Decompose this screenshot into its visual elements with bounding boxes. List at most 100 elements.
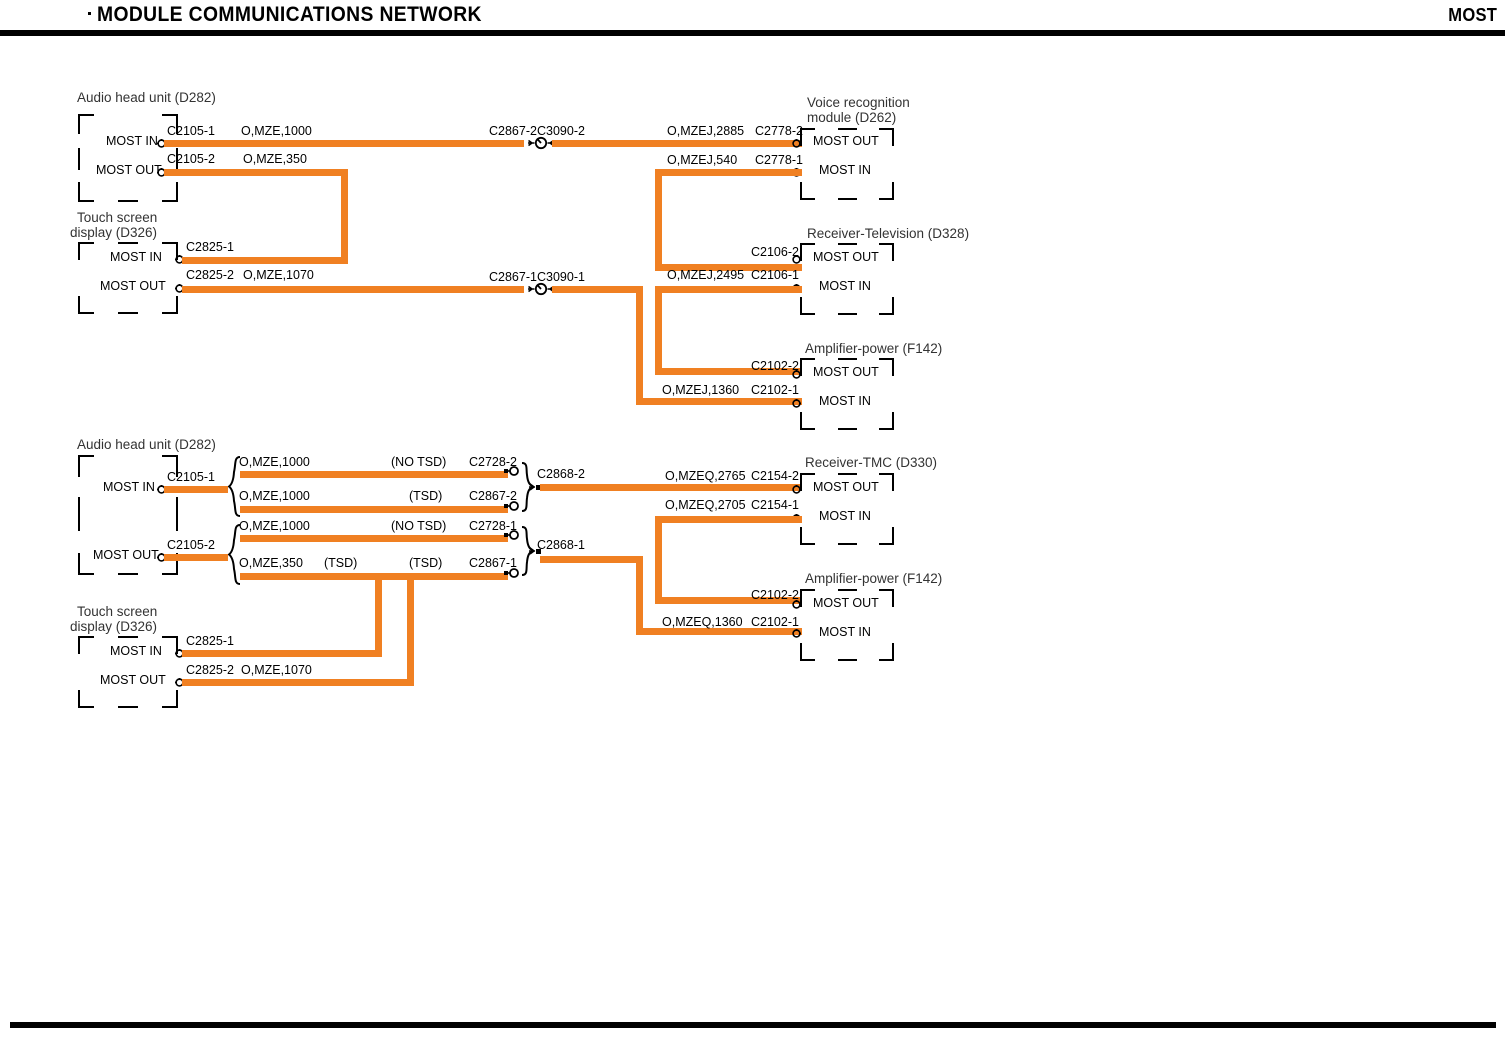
inline-connector-label-right: C3090-1 (537, 270, 585, 284)
port-label-most-out: MOST OUT (813, 365, 879, 379)
wire-label-o-mzeq-1360: O,MZEQ,1360 (662, 615, 743, 629)
port-label-most-out: MOST OUT (93, 548, 159, 562)
wire-label-o-mzej-1360: O,MZEJ,1360 (662, 383, 740, 397)
connector-pin-icon (791, 599, 802, 610)
wire-segment (240, 573, 508, 580)
port-label-most-in: MOST IN (819, 625, 871, 639)
wire-segment (540, 556, 636, 563)
port-label-most-in: MOST IN (103, 480, 155, 494)
module-box-audio-head-unit-bottom (78, 455, 178, 575)
terminal-circle-icon (504, 567, 520, 579)
module-box-receiver-tmc (800, 473, 894, 545)
wire-segment (636, 556, 643, 634)
inline-connector-label-left: C2867-1 (489, 270, 537, 284)
branch-brace-icon (228, 524, 242, 586)
connector-pin-icon (791, 628, 802, 639)
wire-label-o-mze-1070: O,MZE,1070 (243, 268, 314, 282)
port-label-most-out: MOST OUT (813, 596, 879, 610)
connector-label-c2867-2: C2867-2 (469, 489, 517, 503)
wire-segment (182, 650, 382, 657)
connector-label-c2105-1: C2105-1 (167, 470, 215, 484)
module-title-audio-head-unit-bottom: Audio head unit (D282) (77, 437, 216, 452)
wire-segment (636, 398, 802, 405)
connector-label-c2728-2: C2728-2 (469, 455, 517, 469)
terminal-circle-icon (504, 465, 520, 477)
module-box-touch-screen-top (78, 242, 178, 314)
terminal-circle-icon (504, 529, 520, 541)
module-box-amplifier-power-top (800, 358, 894, 430)
wire-segment (636, 286, 643, 404)
port-label-most-in: MOST IN (106, 134, 158, 148)
module-title-touch-screen-top-line2: display (D326) (70, 225, 158, 240)
junction-label-c2868-2: C2868-2 (537, 467, 585, 481)
wire-segment (655, 286, 662, 374)
wire-segment (240, 535, 508, 542)
wire-segment (552, 286, 643, 293)
port-label-most-in: MOST IN (819, 279, 871, 293)
wire-segment (655, 169, 662, 271)
connector-label-c2825-1: C2825-1 (186, 240, 234, 254)
connector-label-c2105-2: C2105-2 (167, 152, 215, 166)
connector-label-c2867-1: C2867-1 (469, 556, 517, 570)
module-box-audio-head-unit-top (78, 114, 178, 202)
wire-segment (164, 140, 524, 147)
wire-segment (655, 516, 802, 523)
port-label-most-in: MOST IN (819, 394, 871, 408)
wire-label-o-mze-1000: O,MZE,1000 (241, 124, 312, 138)
connector-label-c2825-2: C2825-2 (186, 663, 234, 677)
wire-segment (407, 573, 414, 686)
connector-pin-icon (791, 369, 802, 380)
wire-segment (164, 486, 228, 493)
connector-label-c2106-1: C2106-1 (751, 268, 799, 282)
module-title-touch-screen-top: Touch screen (77, 210, 158, 225)
header-bullet (88, 12, 91, 15)
module-title-voice-recognition-line2: module (D262) (807, 110, 897, 125)
wire-segment (655, 264, 802, 271)
connector-label-c2778-1: C2778-1 (755, 153, 803, 167)
module-box-touch-screen-bottom (78, 636, 178, 708)
wire-segment (341, 169, 348, 264)
connector-pin-icon (791, 138, 802, 149)
module-box-receiver-television (800, 243, 894, 315)
module-title-touch-screen-bottom: Touch screen (77, 604, 158, 619)
junction-terminal-icon (528, 545, 544, 557)
connector-label-c2825-1: C2825-1 (186, 634, 234, 648)
wire-label-o-mzej-2495: O,MZEJ,2495 (667, 268, 745, 282)
wire-segment (240, 506, 508, 513)
wire-label-o-mze-1070: O,MZE,1070 (241, 663, 312, 677)
connector-label-c2102-2: C2102-2 (751, 588, 799, 602)
connector-label-c2825-2: C2825-2 (186, 268, 234, 282)
branch-wire-label: O,MZE,1000 (239, 455, 310, 469)
port-label-most-out: MOST OUT (813, 134, 879, 148)
branch-option-label: (TSD) (324, 556, 358, 570)
wire-segment (164, 169, 348, 176)
branch-option-label-2: (TSD) (409, 556, 443, 570)
wire-label-o-mze-350: O,MZE,350 (243, 152, 307, 166)
connector-label-c2778-2: C2778-2 (755, 124, 803, 138)
port-label-most-in: MOST IN (110, 644, 162, 658)
wire-segment (655, 597, 802, 604)
module-title-voice-recognition: Voice recognition (807, 95, 910, 110)
module-title-amplifier-power-top: Amplifier-power (F142) (805, 341, 943, 356)
connector-label-c2728-1: C2728-1 (469, 519, 517, 533)
module-box-voice-recognition (800, 128, 894, 200)
junction-terminal-icon (528, 481, 544, 493)
wire-segment (182, 257, 348, 264)
port-label-most-out: MOST OUT (96, 163, 162, 177)
connector-label-c2102-2: C2102-2 (751, 359, 799, 373)
connector-label-c2154-1: C2154-1 (751, 498, 799, 512)
module-title-touch-screen-bottom-line2: display (D326) (70, 619, 158, 634)
wire-segment (182, 679, 414, 686)
branch-option-label: (NO TSD) (391, 519, 447, 533)
port-label-most-out: MOST OUT (100, 279, 166, 293)
connector-label-c2106-2: C2106-2 (751, 245, 799, 259)
wire-segment (655, 169, 802, 176)
page-header: MODULE COMMUNICATIONS NETWORK MOST (0, 0, 1505, 36)
wire-label-o-mzeq-2765: O,MZEQ,2765 (665, 469, 746, 483)
connector-pin-icon (791, 254, 802, 265)
port-label-most-out: MOST OUT (100, 673, 166, 687)
wire-segment (655, 516, 662, 604)
connector-label-c2154-2: C2154-2 (751, 469, 799, 483)
inline-connector-label-right: C3090-2 (537, 124, 585, 138)
